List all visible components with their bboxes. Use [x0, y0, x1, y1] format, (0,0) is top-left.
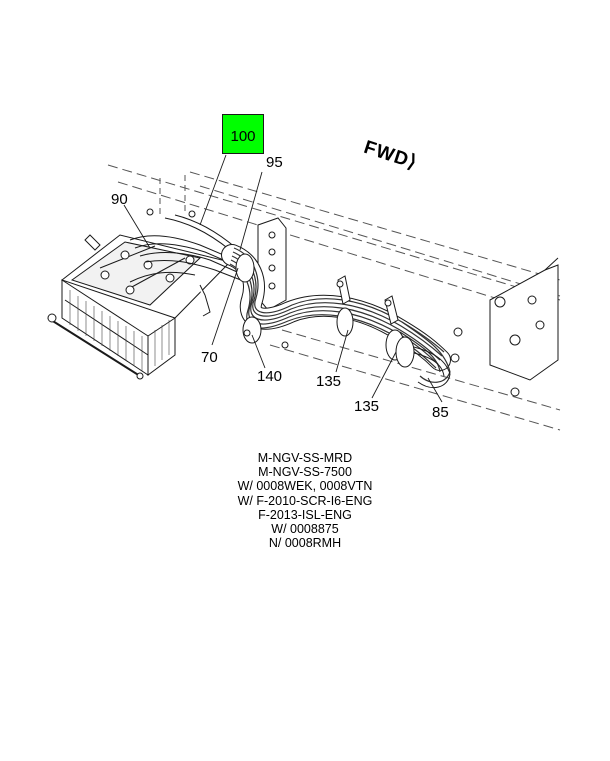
note-line: M-NGV-SS-7500 — [258, 465, 352, 480]
applicability-notes: M-NGV-SS-MRD M-NGV-SS-7500 W/ 0008WEK, 0… — [205, 451, 405, 550]
callout-135-lower[interactable]: 135 — [354, 398, 380, 415]
note-line: M-NGV-SS-MRD — [257, 451, 353, 465]
cable-85 — [404, 344, 451, 389]
frame-bracket-right — [489, 257, 559, 381]
battery-hatching — [69, 290, 170, 371]
callout-70[interactable]: 70 — [201, 349, 218, 366]
note-line: F-2013-ISL-ENG — [258, 507, 352, 522]
callout-85[interactable]: 85 — [432, 404, 449, 421]
battery-cables — [129, 214, 247, 283]
callout-95[interactable]: 95 — [266, 154, 283, 171]
frame-rail — [107, 164, 561, 431]
harness-clamps — [235, 253, 415, 368]
note-line: W/ 0008WEK, 0008VTN — [237, 479, 373, 494]
note-line: W/ 0008875 — [271, 522, 339, 537]
callout-100-label: 100 — [230, 128, 256, 145]
callout-140[interactable]: 140 — [257, 368, 283, 385]
callout-135-upper[interactable]: 135 — [316, 373, 342, 390]
callout-90[interactable]: 90 — [111, 191, 128, 208]
highlighted-callout-box[interactable]: 100 — [222, 114, 264, 154]
note-line: W/ F-2010-SCR-I6-ENG — [237, 493, 373, 508]
leader-lines — [123, 154, 443, 403]
battery-terminals — [47, 234, 211, 380]
note-line: N/ 0008RMH — [268, 536, 342, 551]
frame-fasteners — [146, 208, 520, 397]
